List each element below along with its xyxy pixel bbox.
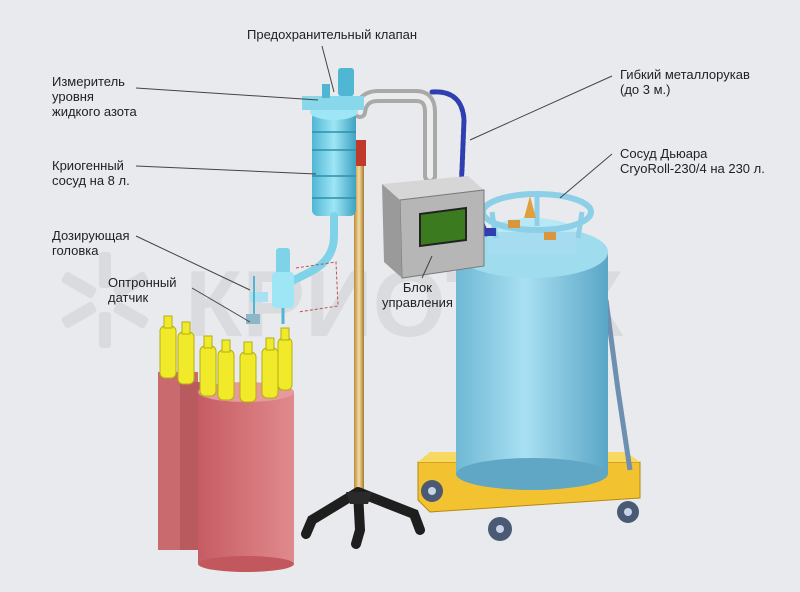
label-cryo-vessel: Криогенный сосуд на 8 л. (52, 158, 130, 188)
label-level-meter: Измеритель уровня жидкого азота (52, 74, 137, 119)
label-safety-valve: Предохранительный клапан (247, 27, 418, 42)
cryogenic-vessel (286, 68, 364, 286)
leader-lines (135, 45, 613, 323)
bottles (159, 315, 293, 403)
watermark-logo (61, 252, 149, 348)
control-unit-box (382, 176, 485, 279)
label-control-unit: Блок управления (382, 280, 453, 310)
label-dewar: Сосуд Дьюара CryoRoll-230/4 на 230 л. (620, 146, 765, 176)
stand (301, 140, 425, 549)
transfer-pipe (353, 89, 437, 183)
label-optron-sensor: Оптронный датчик (108, 275, 177, 305)
carton-boxes (158, 372, 294, 572)
label-dosing-head: Дозирующая головка (52, 228, 130, 258)
label-metal-hose: Гибкий металлорукав (до 3 м.) (620, 67, 750, 97)
dewar-vessel (456, 191, 608, 490)
dosing-head (246, 248, 339, 324)
